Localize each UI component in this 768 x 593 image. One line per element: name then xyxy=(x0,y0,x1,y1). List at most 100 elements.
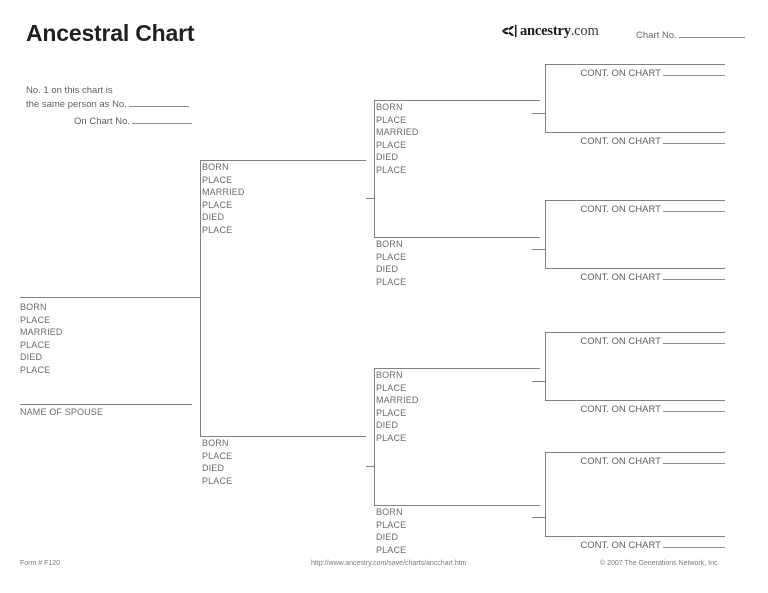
cont-15-label-row[interactable]: CONT. ON CHART xyxy=(545,540,725,551)
cont-13-label: CONT. ON CHART xyxy=(580,404,661,415)
cont-13-line[interactable] xyxy=(545,400,725,401)
gen3-lower-bracket-spine xyxy=(374,368,375,506)
person-2-field-place1: PLACE xyxy=(202,174,233,185)
cont-15-blank[interactable] xyxy=(663,547,725,548)
person-1-field-place1: PLACE xyxy=(20,314,51,325)
cont-12-line[interactable] xyxy=(545,332,725,333)
ancestry-logo: ancestry.com xyxy=(501,22,599,40)
person-4-field-married: MARRIED xyxy=(376,127,419,138)
xref-line-2-row[interactable]: the same person as No. xyxy=(26,98,189,112)
xref-line-2: the same person as No. xyxy=(26,99,127,110)
cont-bracket-b-spine xyxy=(545,200,546,268)
person-7-name-line[interactable] xyxy=(374,505,540,506)
person-2-fields: BORN PLACE MARRIED PLACE DIED PLACE xyxy=(202,161,245,237)
person-1-field-place2: PLACE xyxy=(20,339,51,350)
cont-14-blank[interactable] xyxy=(663,463,725,464)
logo-wordmark: ancestry xyxy=(520,22,571,39)
ancestry-leaf-icon xyxy=(502,25,517,37)
person-3-fields: BORN PLACE DIED PLACE xyxy=(202,437,232,487)
gen2-stub-line xyxy=(192,297,200,298)
cont-bracket-d-stub xyxy=(532,517,545,518)
cont-14-line[interactable] xyxy=(545,452,725,453)
person-7-field-died: DIED xyxy=(376,532,399,543)
cont-bracket-d-spine xyxy=(545,452,546,536)
cont-12-label-row[interactable]: CONT. ON CHART xyxy=(545,336,725,347)
chart-no-field[interactable]: Chart No. xyxy=(636,30,745,41)
cont-10-blank[interactable] xyxy=(663,211,725,212)
cont-11-label-row[interactable]: CONT. ON CHART xyxy=(545,272,725,283)
cont-11-blank[interactable] xyxy=(663,279,725,280)
person-3-name-line[interactable] xyxy=(200,436,366,437)
cont-9-label: CONT. ON CHART xyxy=(580,136,661,147)
cont-9-label-row[interactable]: CONT. ON CHART xyxy=(545,136,725,147)
cont-15-line[interactable] xyxy=(545,536,725,537)
same-person-no-blank[interactable] xyxy=(128,106,189,107)
xref-line-1: No. 1 on this chart is xyxy=(26,85,113,96)
cont-9-blank[interactable] xyxy=(663,143,725,144)
person-3-field-born: BORN xyxy=(202,438,229,448)
cont-8-label: CONT. ON CHART xyxy=(580,68,661,79)
person-1-name-line[interactable] xyxy=(20,297,192,298)
person-1-field-born: BORN xyxy=(20,302,47,312)
cont-14-label: CONT. ON CHART xyxy=(580,456,661,467)
person-7-fields: BORN PLACE DIED PLACE xyxy=(376,506,406,556)
person-6-field-died: DIED xyxy=(376,420,399,431)
cont-11-line[interactable] xyxy=(545,268,725,269)
on-chart-no-field[interactable]: On Chart No. xyxy=(26,116,192,127)
person-2-field-married: MARRIED xyxy=(202,187,245,198)
person-4-field-place1: PLACE xyxy=(376,114,407,125)
person-5-field-place2: PLACE xyxy=(376,276,407,287)
logo-tld: .com xyxy=(570,22,599,39)
cont-13-blank[interactable] xyxy=(663,411,725,412)
person-1-spouse-label: NAME OF SPOUSE xyxy=(20,407,104,417)
cont-10-label-row[interactable]: CONT. ON CHART xyxy=(545,204,725,215)
page-title: Ancestral Chart xyxy=(26,20,195,46)
footer-copyright: © 2007 The Generations Network, Inc. xyxy=(600,560,720,567)
cont-bracket-c-spine xyxy=(545,332,546,400)
cont-15-label: CONT. ON CHART xyxy=(580,540,661,551)
cross-reference-note: No. 1 on this chart is the same person a… xyxy=(26,84,189,112)
cont-13-label-row[interactable]: CONT. ON CHART xyxy=(545,404,725,415)
gen3-lower-stub-line xyxy=(366,466,374,467)
person-5-field-died: DIED xyxy=(376,264,399,275)
person-2-field-place2: PLACE xyxy=(202,199,233,210)
cont-8-line[interactable] xyxy=(545,64,725,65)
footer-form-number: Form # F120 xyxy=(20,560,61,567)
cont-bracket-b-stub xyxy=(532,249,545,250)
person-6-field-place1: PLACE xyxy=(376,382,407,393)
person-7-field-born: BORN xyxy=(376,507,403,517)
person-4-field-place3: PLACE xyxy=(376,164,407,175)
cont-8-label-row[interactable]: CONT. ON CHART xyxy=(545,68,725,79)
cont-8-blank[interactable] xyxy=(663,75,725,76)
person-2-name-line[interactable] xyxy=(200,160,366,161)
chart-no-label: Chart No. xyxy=(636,30,677,41)
person-5-name-line[interactable] xyxy=(374,237,540,238)
person-4-name-line[interactable] xyxy=(374,100,540,101)
cont-14-label-row[interactable]: CONT. ON CHART xyxy=(545,456,725,467)
cont-12-blank[interactable] xyxy=(663,343,725,344)
person-4-field-died: DIED xyxy=(376,152,399,163)
person-6-name-line[interactable] xyxy=(374,368,540,369)
person-4-fields: BORN PLACE MARRIED PLACE DIED PLACE xyxy=(376,101,419,177)
on-chart-no-label: On Chart No. xyxy=(74,116,130,127)
person-6-field-born: BORN xyxy=(376,370,403,380)
person-3-field-place1: PLACE xyxy=(202,450,233,461)
on-chart-no-blank[interactable] xyxy=(132,123,192,124)
person-4-field-born: BORN xyxy=(376,102,403,112)
person-7-field-place1: PLACE xyxy=(376,519,407,530)
person-4-field-place2: PLACE xyxy=(376,139,407,150)
person-2-field-place3: PLACE xyxy=(202,224,233,235)
person-5-field-place1: PLACE xyxy=(376,251,407,262)
person-1-spouse-line[interactable] xyxy=(20,404,192,405)
cont-bracket-c-stub xyxy=(532,381,545,382)
footer-url: http://www.ancestry.com/save/charts/ancc… xyxy=(311,560,467,567)
gen2-bracket-spine xyxy=(200,160,201,437)
person-1-fields: BORN PLACE MARRIED PLACE DIED PLACE xyxy=(20,301,63,377)
chart-no-blank[interactable] xyxy=(678,37,745,38)
gen3-upper-stub-line xyxy=(366,198,374,199)
cont-10-line[interactable] xyxy=(545,200,725,201)
cont-9-line[interactable] xyxy=(545,132,725,133)
cont-12-label: CONT. ON CHART xyxy=(580,336,661,347)
cont-bracket-a-spine xyxy=(545,64,546,132)
